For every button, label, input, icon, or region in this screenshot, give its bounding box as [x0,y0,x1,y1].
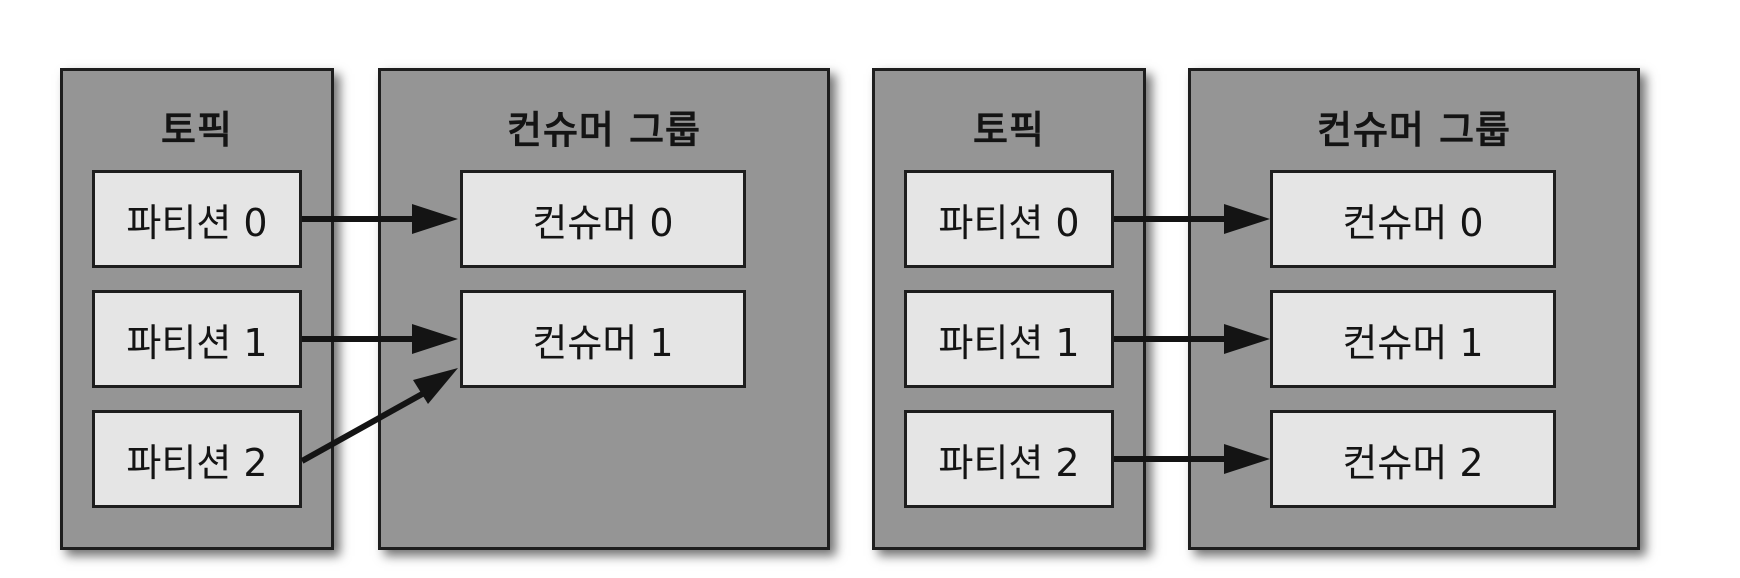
right-partition-0: 파티션 0 [904,170,1114,268]
left-partition-2: 파티션 2 [92,410,302,508]
right-consumer-2: 컨슈머 2 [1270,410,1556,508]
right-consumer-1: 컨슈머 1 [1270,290,1556,388]
right-arrow-partition1-consumer1 [1114,324,1270,354]
left-partition-1: 파티션 1 [92,290,302,388]
right-partition-2: 파티션 2 [904,410,1114,508]
right-consumer-0: 컨슈머 0 [1270,170,1556,268]
right-arrow-partition2-consumer2 [1114,444,1270,474]
left-consumer-0: 컨슈머 0 [460,170,746,268]
right-topic-title: 토픽 [973,108,1045,152]
left-consumer-group-title: 컨슈머 그룹 [506,108,702,152]
right-arrow-partition0-consumer0 [1114,204,1270,234]
right-partition-1: 파티션 1 [904,290,1114,388]
left-consumer-1: 컨슈머 1 [460,290,746,388]
left-arrow-partition0-consumer0 [302,204,458,234]
left-arrow-partition2-consumer1 [300,368,458,464]
left-topic-title: 토픽 [161,108,233,152]
left-arrow-partition1-consumer1 [302,324,458,354]
left-partition-0: 파티션 0 [92,170,302,268]
right-consumer-group-title: 컨슈머 그룹 [1316,108,1512,152]
